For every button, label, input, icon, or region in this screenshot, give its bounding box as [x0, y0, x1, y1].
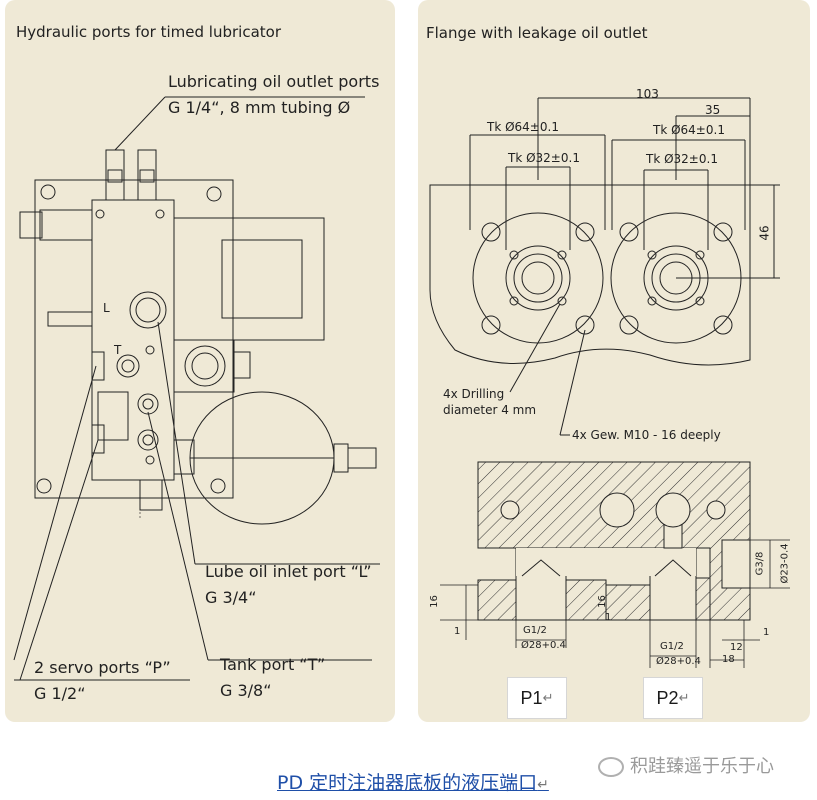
- g12-left: G1/2: [523, 625, 547, 636]
- return-mark-icon: ↵: [542, 690, 554, 705]
- d23-label: Ø23-0.4: [779, 543, 791, 584]
- p2-box: P2↵: [643, 677, 703, 719]
- dim-16-left: 16: [428, 595, 440, 608]
- flange-plate: [429, 184, 751, 366]
- p2-label: P2: [656, 687, 679, 708]
- right-panel-title: Flange with leakage oil outlet: [426, 24, 648, 42]
- dim-1-mid: 1: [605, 612, 612, 623]
- servo-port-1: [116, 354, 140, 378]
- base-frame: [34, 179, 234, 499]
- dim-1-right: 1: [763, 627, 770, 638]
- watermark-text: 积跬臻遥于乐于心: [630, 756, 774, 777]
- caption-text: PD 定时注油器底板的液压端口: [277, 772, 538, 794]
- wechat-icon: [598, 757, 624, 777]
- drilling-note-line1: 4x Drilling: [443, 387, 505, 401]
- left-connector: [39, 209, 93, 241]
- tk64-left: Tk Ø64±0.1: [487, 120, 559, 134]
- p1-box: P1↵: [507, 677, 567, 719]
- block-letter-l: L: [103, 301, 110, 315]
- thread-note: 4x Gew. M10 - 16 deeply: [572, 428, 721, 442]
- dim-18: 18: [722, 654, 735, 665]
- outlet-ports-spec: G 1/4“, 8 mm tubing Ø: [168, 98, 351, 117]
- tk32-right: Tk Ø32±0.1: [646, 152, 718, 166]
- inlet-port-spec: G 3/4“: [205, 588, 257, 607]
- dim-103: 103: [636, 87, 659, 101]
- d28-right: Ø28+0.4: [656, 656, 701, 667]
- return-mark-icon: ↵: [537, 777, 549, 793]
- tk64-right: Tk Ø64±0.1: [653, 123, 725, 137]
- port-p1-flange: [472, 212, 604, 344]
- outlet-fitting-2: [137, 149, 157, 201]
- outlet-ports-title: Lubricating oil outlet ports: [168, 72, 380, 91]
- drilling-note-line2: diameter 4 mm: [443, 403, 537, 417]
- lube-inlet-port: [129, 291, 167, 329]
- dim-46: 46: [757, 225, 772, 241]
- return-mark-icon: ↵: [678, 690, 690, 705]
- dim-35: 35: [705, 103, 721, 117]
- tk32-left: Tk Ø32±0.1: [508, 151, 580, 165]
- p1-label: P1: [520, 687, 543, 708]
- tank-port-title: Tank port “T”: [220, 655, 326, 674]
- left-panel-title: Hydraulic ports for timed lubricator: [16, 23, 281, 41]
- servo-ports-spec: G 1/2“: [34, 684, 86, 703]
- figure-caption[interactable]: PD 定时注油器底板的液压端口↵: [277, 768, 549, 795]
- g12-right: G1/2: [660, 641, 684, 652]
- tank-port-spec: G 3/8“: [220, 681, 272, 700]
- g38-label: G3/8: [754, 551, 766, 576]
- dim-1-left: 1: [454, 626, 461, 637]
- dim-12: 12: [730, 642, 743, 653]
- motor-housing: [173, 217, 325, 341]
- servo-ports-title: 2 servo ports “P”: [34, 658, 171, 677]
- dim-16-mid: 16: [596, 595, 608, 608]
- watermark: 积跬臻遥于乐于心: [598, 752, 774, 778]
- inlet-port-title: Lube oil inlet port “L”: [205, 562, 372, 581]
- housing-window: [221, 239, 303, 319]
- left-panel: [5, 0, 395, 722]
- d28-left: Ø28+0.4: [521, 640, 566, 651]
- block-letter-t: T: [114, 343, 122, 357]
